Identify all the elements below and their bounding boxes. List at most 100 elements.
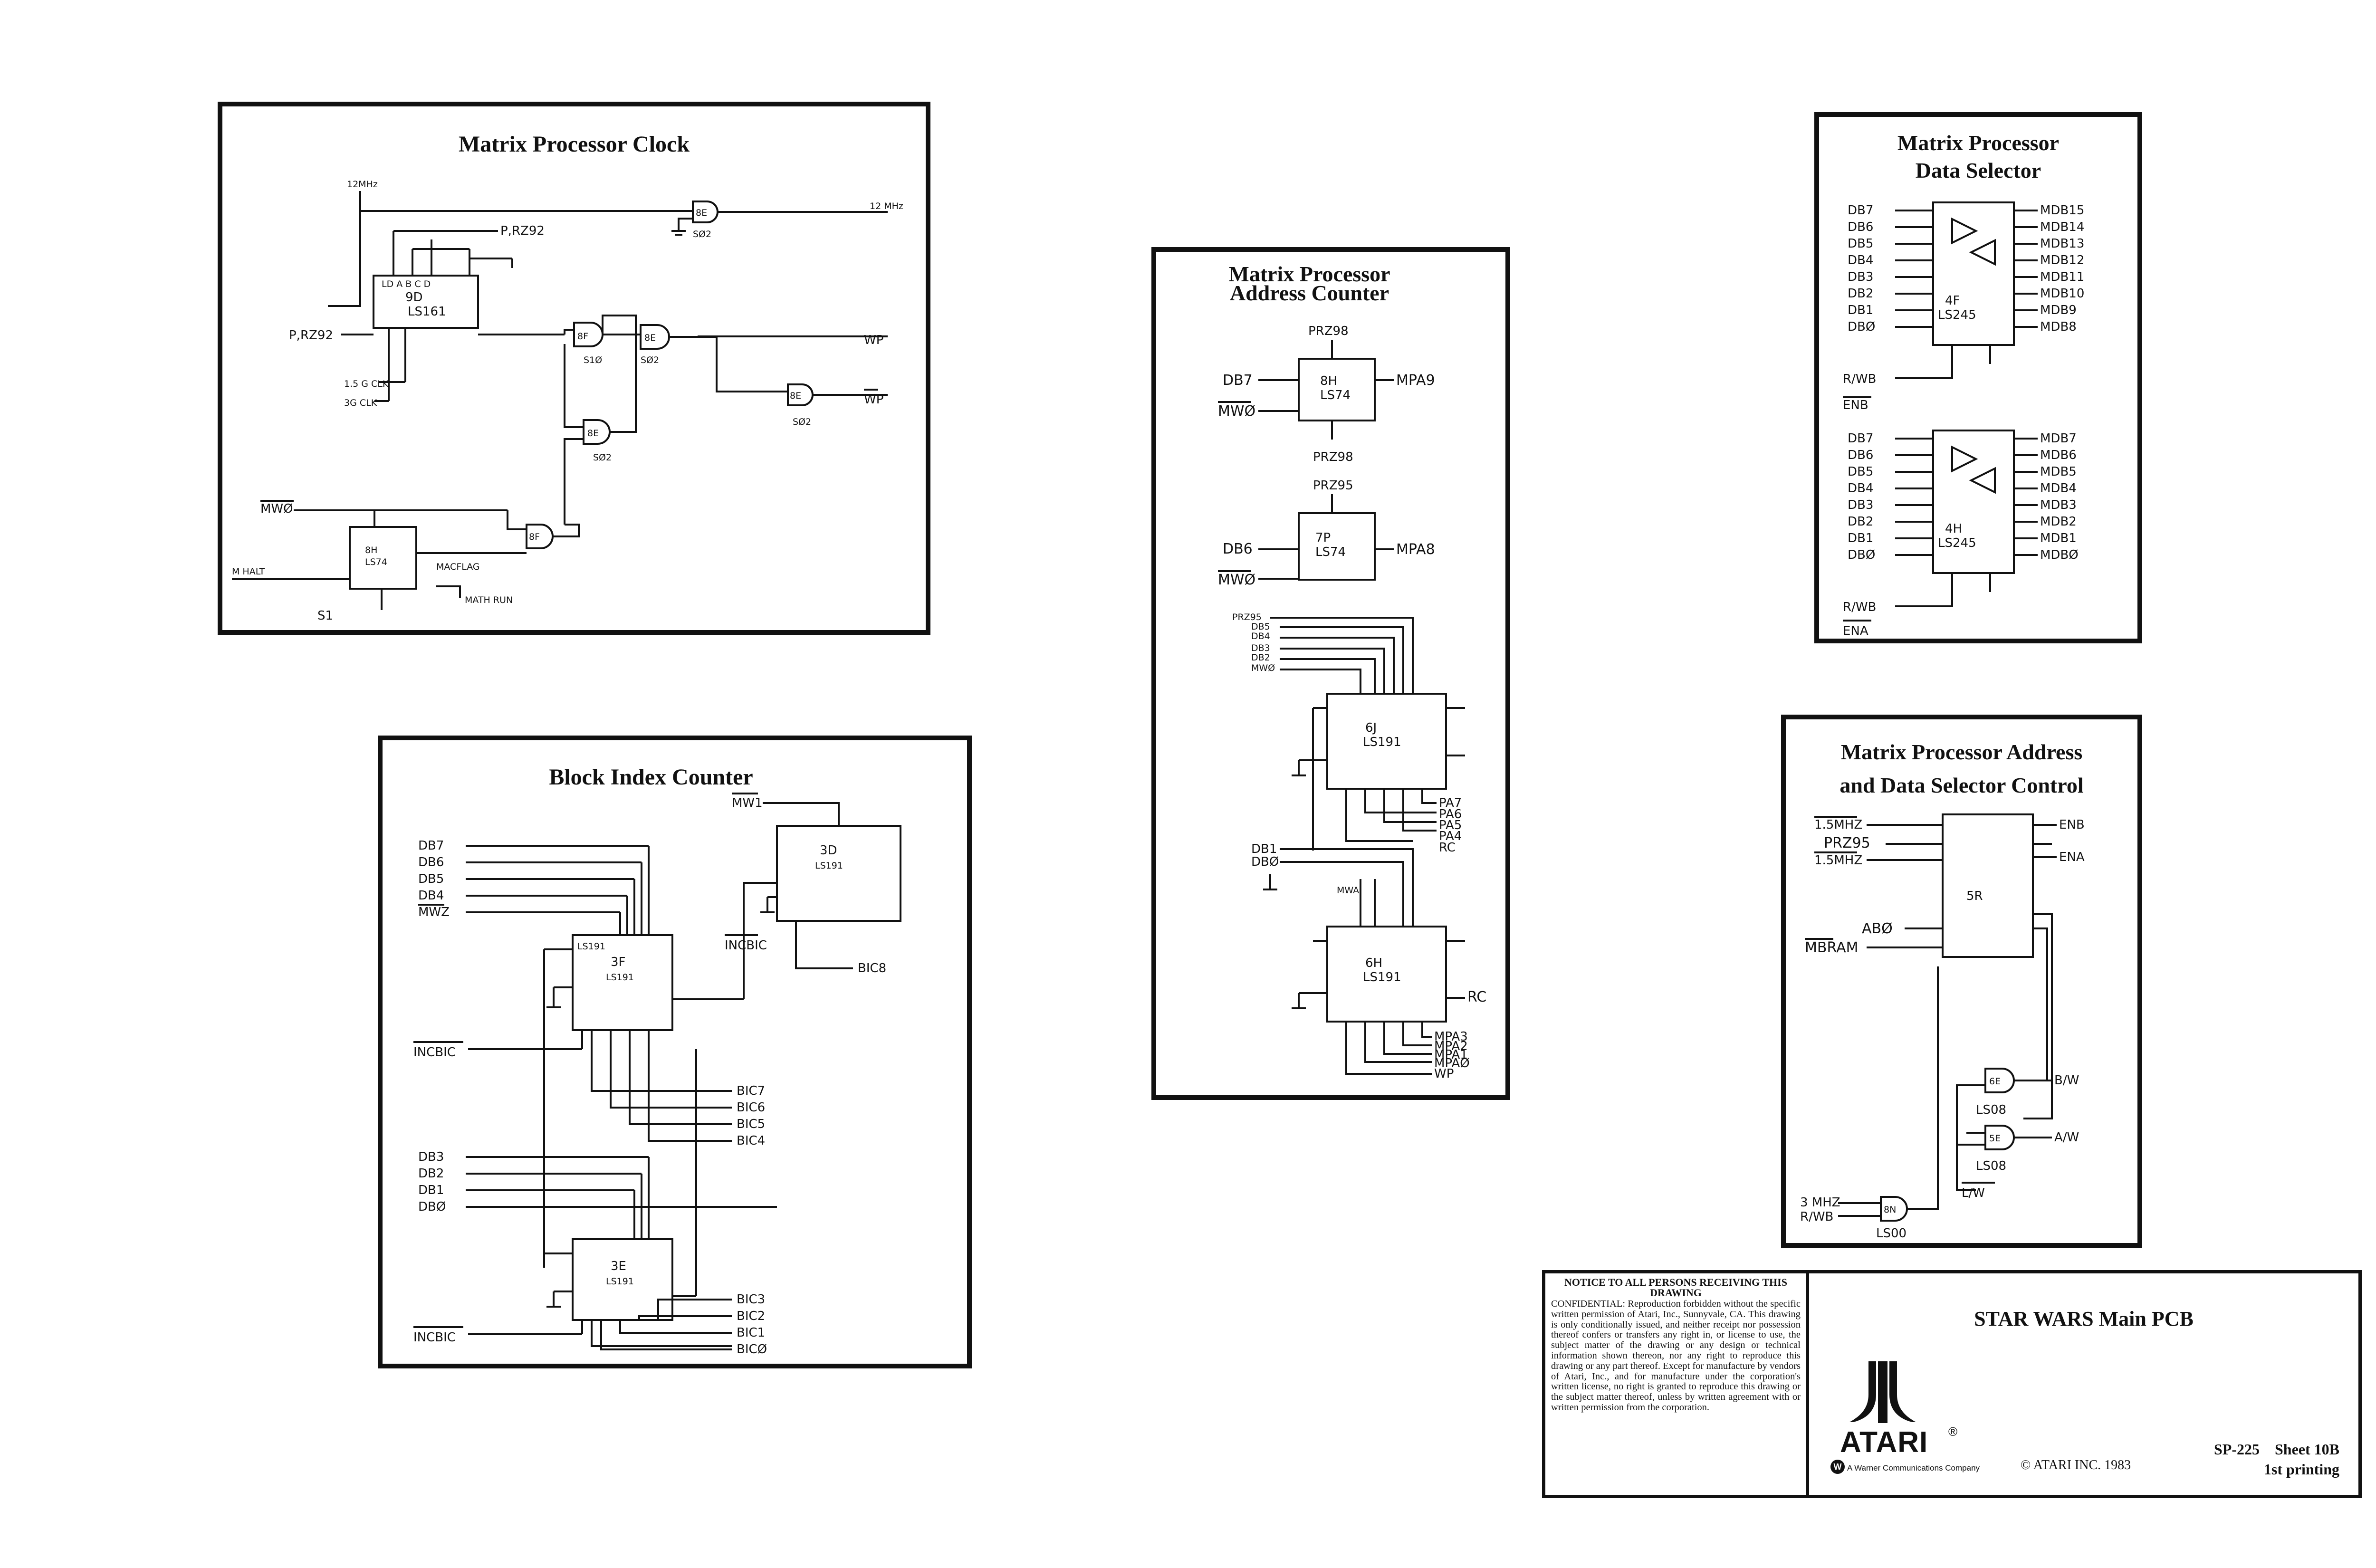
label-mhalt: M HALT — [232, 566, 265, 577]
svg-text:LS191: LS191 — [1363, 735, 1401, 749]
svg-text:MPA2: MPA2 — [1434, 1039, 1468, 1053]
svg-text:DB1: DB1 — [1848, 303, 1873, 317]
drawing-title: STAR WARS Main PCB — [1974, 1307, 2194, 1330]
svg-text:RC: RC — [1439, 841, 1456, 855]
svg-text:DB1: DB1 — [1848, 531, 1873, 545]
gate-5e — [1984, 1125, 2015, 1150]
svg-text:ENA: ENA — [2059, 850, 2085, 864]
svg-text:DB6: DB6 — [1848, 448, 1873, 462]
svg-text:R/WB: R/WB — [1843, 372, 1876, 386]
label-mathrun: MATH RUN — [465, 595, 513, 605]
label-prz92-left: P,RZ92 — [289, 328, 333, 343]
svg-text:3E: 3E — [611, 1259, 626, 1273]
svg-text:PRZ98: PRZ98 — [1313, 450, 1353, 464]
svg-text:LS00: LS00 — [1876, 1226, 1907, 1241]
panel-selector-control: Matrix Processor Address and Data Select… — [1781, 715, 2142, 1248]
svg-text:DB2: DB2 — [1848, 287, 1873, 301]
title-block: NOTICE TO ALL PERSONS RECEIVING THIS DRA… — [1542, 1270, 2362, 1498]
svg-text:SØ2: SØ2 — [693, 229, 711, 239]
svg-text:LS161: LS161 — [408, 305, 446, 319]
svg-text:ABØ: ABØ — [1862, 920, 1893, 937]
sheet-number: SP-225 Sheet 10B — [2214, 1441, 2339, 1458]
svg-text:3 MHZ: 3 MHZ — [1800, 1195, 1840, 1210]
svg-text:LD A B C D: LD A B C D — [382, 279, 431, 289]
chip-6h-ls191 — [1326, 926, 1447, 1023]
svg-text:MDB8: MDB8 — [2040, 320, 2077, 334]
svg-text:A/W: A/W — [2054, 1130, 2079, 1145]
svg-text:MDB10: MDB10 — [2040, 287, 2084, 301]
svg-text:BIC6: BIC6 — [737, 1100, 765, 1115]
svg-text:DB3: DB3 — [1848, 498, 1873, 512]
svg-text:BIC7: BIC7 — [737, 1084, 765, 1098]
svg-text:R/WB: R/WB — [1843, 600, 1876, 614]
notice-heading: NOTICE TO ALL PERSONS RECEIVING THIS DRA… — [1564, 1276, 1787, 1299]
panel-data-selector: Matrix Processor Data Selector 4F LS245 … — [1814, 112, 2142, 643]
svg-text:1.5 G CLK: 1.5 G CLK — [344, 379, 389, 389]
svg-text:DB1: DB1 — [1251, 842, 1277, 856]
svg-text:MWØ: MWØ — [1218, 572, 1255, 588]
svg-text:BIC3: BIC3 — [737, 1292, 765, 1307]
label-incbic-3d: INCBIC — [725, 938, 767, 953]
chip-9d-ls161 — [373, 275, 479, 329]
svg-text:DB6: DB6 — [1848, 220, 1873, 234]
svg-text:DBØ: DBØ — [1848, 320, 1875, 334]
svg-text:RC: RC — [1467, 989, 1486, 1005]
gate-8n — [1880, 1196, 1908, 1222]
label-s1: S1 — [317, 609, 333, 623]
copyright: © ATARI INC. 1983 — [2021, 1458, 2131, 1472]
svg-text:DB5: DB5 — [418, 872, 444, 886]
svg-text:SØ2: SØ2 — [593, 452, 612, 463]
gate-6e — [1984, 1068, 2015, 1093]
clock-schematic: 12MHz 8E 12 MHz SØ2 P,RZ92 LD A B C D 9D… — [232, 179, 903, 623]
svg-text:6H: 6H — [1365, 956, 1382, 970]
svg-text:LS191: LS191 — [577, 941, 605, 952]
svg-text:BIC8: BIC8 — [858, 961, 886, 975]
svg-text:PRZ95: PRZ95 — [1313, 478, 1353, 493]
svg-text:4F: 4F — [1945, 294, 1960, 308]
svg-text:5R: 5R — [1966, 889, 1983, 903]
svg-text:7P: 7P — [1315, 531, 1331, 545]
svg-text:DB7: DB7 — [1848, 203, 1873, 218]
svg-text:MDB7: MDB7 — [2040, 431, 2077, 446]
svg-text:ENB: ENB — [2059, 818, 2085, 832]
svg-text:PA7: PA7 — [1439, 796, 1462, 810]
svg-text:S1Ø: S1Ø — [584, 355, 602, 365]
svg-text:1.5MHZ: 1.5MHZ — [1814, 853, 1862, 868]
svg-text:MBRAM: MBRAM — [1805, 939, 1859, 956]
svg-text:DB2: DB2 — [418, 1166, 444, 1181]
chip-3f-ls191 — [572, 934, 673, 1031]
printing-note: 1st printing — [2263, 1461, 2339, 1478]
svg-text:DB6: DB6 — [1223, 541, 1253, 557]
svg-text:MPA1: MPA1 — [1434, 1048, 1468, 1062]
svg-text:MDB3: MDB3 — [2040, 498, 2077, 512]
panel-title-line2: Address Counter — [1229, 281, 1389, 305]
svg-text:DB2: DB2 — [1251, 652, 1270, 663]
svg-text:ENB: ENB — [1843, 398, 1868, 412]
gate-8e-lower — [583, 419, 611, 445]
panel-title-line1: Matrix Processor — [1228, 262, 1390, 286]
svg-text:DBØ: DBØ — [1251, 855, 1279, 869]
svg-text:8E: 8E — [790, 391, 801, 401]
svg-text:DB6: DB6 — [418, 855, 444, 870]
svg-text:MDB6: MDB6 — [2040, 448, 2077, 462]
brand-wordmark: ATARI — [1840, 1426, 1928, 1459]
data-selector-schematic: 4F LS245 DB7 DB6 DB5 DB4 DB3 DB2 DB1 DBØ… — [1843, 201, 2084, 638]
svg-text:LS74: LS74 — [365, 557, 387, 567]
svg-text:LS191: LS191 — [606, 972, 634, 983]
svg-text:PA4: PA4 — [1439, 829, 1462, 843]
registered-mark: ® — [1948, 1425, 1958, 1439]
svg-text:8H: 8H — [365, 545, 377, 555]
svg-text:MDB9: MDB9 — [2040, 303, 2077, 317]
label-incbic-top: INCBIC — [413, 1045, 456, 1060]
svg-text:MDB4: MDB4 — [2040, 481, 2077, 496]
svg-text:MPA8: MPA8 — [1396, 541, 1435, 558]
label-mw1: MW1 — [732, 796, 763, 810]
chip-3e-ls191 — [572, 1238, 673, 1321]
svg-text:5E: 5E — [1989, 1133, 2001, 1144]
svg-text:DBØ: DBØ — [1848, 548, 1875, 562]
label-macflag: MACFLAG — [436, 562, 480, 572]
label-12mhz-in: 12MHz — [347, 179, 378, 190]
svg-text:6J: 6J — [1365, 721, 1377, 735]
gate-8e-top — [692, 201, 719, 223]
svg-text:MPA3: MPA3 — [1434, 1030, 1468, 1044]
